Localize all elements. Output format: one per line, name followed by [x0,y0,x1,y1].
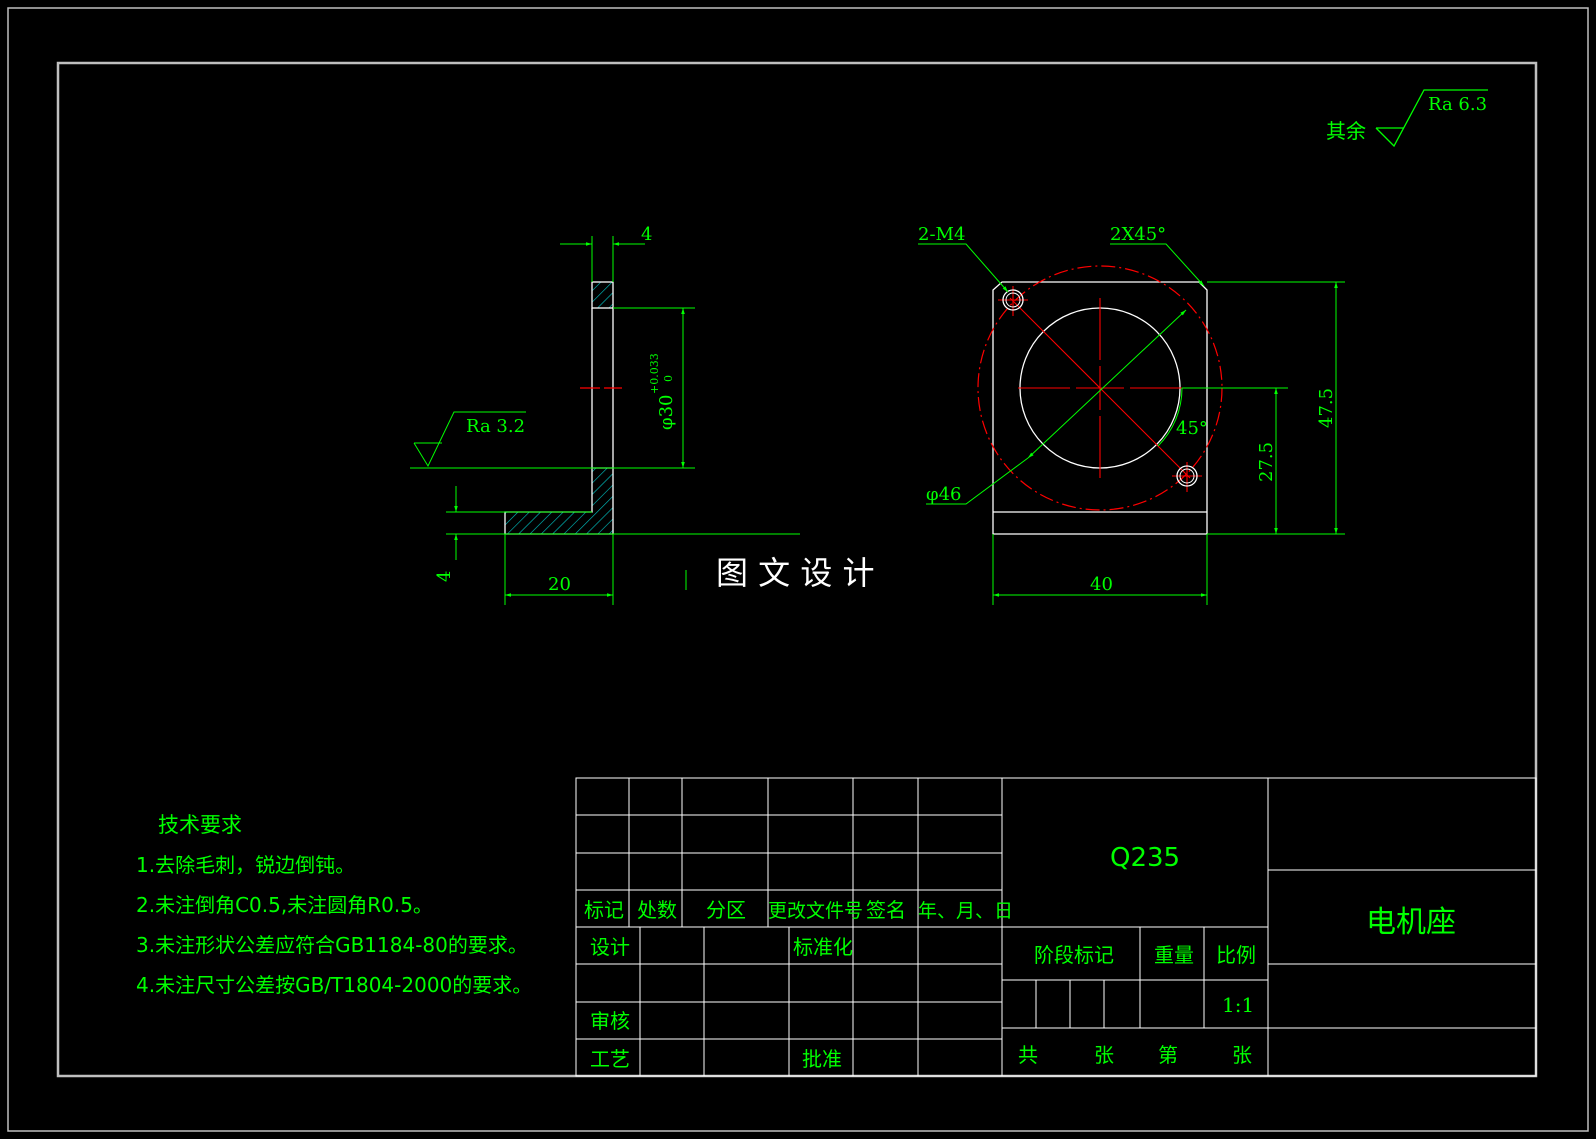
material: Q235 [1110,843,1180,873]
tech-item: 1.去除毛刺，锐边倒钝。 [136,853,355,877]
watermark: 图 文 设 计 [716,554,875,592]
m4-hole-2 [1176,465,1198,487]
weight-label: 重量 [1154,943,1194,967]
tech-title: 技术要求 [158,813,242,837]
section-hatch-top [591,281,614,309]
scale-value: 1:1 [1222,993,1254,1017]
dim-width-20: 20 [548,574,571,595]
roughness-side: Ra 3.2 [466,416,525,437]
total-sheets-label: 共 [1018,1043,1038,1067]
tech-item: 2.未注倒角C0.5,未注圆角R0.5。 [136,893,433,917]
sheet-no-label: 第 [1158,1043,1178,1067]
review-label: 审核 [590,1009,630,1033]
roughness-other-label: 其余 [1326,119,1366,143]
roughness-symbol-other: 其余 Ra 6.3 [1326,89,1488,148]
thread-label: 2-M4 [918,224,965,245]
chamfer-label: 2X45° [1110,224,1166,245]
dim-bottom-thickness: 4 [434,571,455,582]
part-name: 电机座 [1366,905,1456,940]
side-view: 4 Ra 3.2 20 4 φ30 +0.033 0 [410,224,800,605]
dim-height-total: 47.5 [1316,388,1337,428]
standardize-label: 标准化 [793,935,853,959]
dim-height-center: 27.5 [1256,442,1277,482]
dim-bore: φ30 [656,394,677,430]
sheets-label: 张 [1094,1043,1114,1067]
approve-label: 批准 [802,1047,842,1071]
sheets-label-2: 张 [1232,1043,1252,1067]
front-view: 2-M4 2X45° φ46 45° 27.5 47.5 40 [918,224,1345,605]
stage-mark-label: 阶段标记 [1034,943,1114,967]
m4-hole-1 [1002,289,1024,311]
rev-header: 签名 [866,898,906,922]
roughness-other-value: Ra 6.3 [1428,94,1487,115]
rev-header: 更改文件号 [768,900,863,922]
bore-tol-lower: 0 [662,375,675,382]
dim-top-thickness: 4 [641,224,652,245]
bore-tol-upper: +0.033 [648,353,661,394]
angle-label: 45° [1176,418,1208,439]
rev-header: 年、月、日 [918,900,1013,922]
dim-width-40: 40 [1090,574,1113,595]
rev-header: 标记 [584,898,624,922]
scale-label: 比例 [1216,943,1256,967]
tech-item: 3.未注形状公差应符合GB1184-80的要求。 [136,933,528,957]
design-label: 设计 [590,935,630,959]
section-hatch-bottom [504,467,614,535]
process-label: 工艺 [590,1047,630,1071]
rev-header: 处数 [637,898,677,922]
tech-requirements: 技术要求 1.去除毛刺，锐边倒钝。 2.未注倒角C0.5,未注圆角R0.5。 3… [136,813,532,997]
pcd-label: φ46 [926,484,962,505]
title-block: 标记 处数 分区 更改文件号 签名 年、月、日 设计 标准化 审核 工艺 批准 … [575,777,1537,1077]
tech-item: 4.未注尺寸公差按GB/T1804-2000的要求。 [136,973,532,997]
rev-header: 分区 [706,898,746,922]
